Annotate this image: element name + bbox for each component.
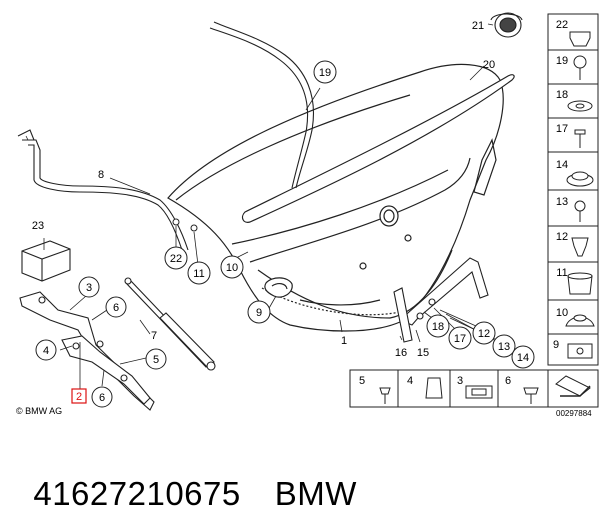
callout-13: 13 <box>492 334 516 358</box>
callout-22: 22 <box>164 246 188 270</box>
callout-12: 12 <box>472 321 496 345</box>
svg-text:14: 14 <box>556 159 568 171</box>
callout-1: 1 <box>341 335 347 347</box>
svg-text:22: 22 <box>170 253 182 265</box>
svg-text:16: 16 <box>395 347 407 359</box>
svg-text:12: 12 <box>556 231 568 243</box>
callout-18: 18 <box>426 314 450 338</box>
svg-text:15: 15 <box>417 347 429 359</box>
callout-2-highlight: 2 <box>71 388 87 404</box>
svg-text:5: 5 <box>359 375 365 387</box>
small-fasteners <box>172 218 198 232</box>
svg-text:9: 9 <box>553 339 559 351</box>
callout-3: 3 <box>78 276 100 298</box>
svg-text:13: 13 <box>498 341 510 353</box>
callout-14: 14 <box>511 345 535 369</box>
spoiler <box>241 74 515 223</box>
hose <box>209 21 314 189</box>
svg-text:19: 19 <box>319 67 331 79</box>
svg-text:3: 3 <box>457 375 463 387</box>
svg-text:11: 11 <box>556 267 567 279</box>
fastener-row-labels: 5 4 3 6 <box>359 375 511 387</box>
svg-text:7: 7 <box>151 330 157 342</box>
part-caption: 41627210675 BMW <box>14 437 357 513</box>
svg-text:5: 5 <box>153 354 159 366</box>
callout-15: 15 <box>417 347 429 359</box>
svg-text:22: 22 <box>556 19 568 31</box>
fastener-column-labels: 22 19 18 17 14 13 12 11 10 9 <box>553 19 568 351</box>
svg-text:10: 10 <box>556 307 568 319</box>
callout-6-top: 6 <box>105 296 127 318</box>
svg-text:20: 20 <box>483 59 495 71</box>
svg-text:6: 6 <box>505 375 511 387</box>
callout-9: 9 <box>247 300 271 324</box>
callout-5: 5 <box>145 348 167 370</box>
svg-text:1: 1 <box>341 335 347 347</box>
callout-19: 19 <box>313 60 337 84</box>
svg-text:9: 9 <box>256 307 262 319</box>
callout-21: 21 <box>472 20 484 32</box>
foam-pad <box>21 240 71 282</box>
callout-6-bottom: 6 <box>91 386 113 408</box>
gas-strut <box>124 277 216 371</box>
callout-17: 17 <box>448 326 472 350</box>
svg-text:4: 4 <box>407 375 413 387</box>
callout-16: 16 <box>395 347 407 359</box>
svg-text:2: 2 <box>76 391 82 403</box>
brand-name: BMW <box>274 475 357 512</box>
release-cable <box>17 129 189 251</box>
callout-8: 8 <box>98 169 104 181</box>
svg-text:4: 4 <box>43 345 49 357</box>
plate-bracket <box>393 257 489 343</box>
svg-text:3: 3 <box>86 282 92 294</box>
svg-text:13: 13 <box>556 196 568 208</box>
callout-20: 20 <box>483 59 495 71</box>
callout-23: 23 <box>32 220 44 232</box>
svg-text:18: 18 <box>556 89 568 101</box>
fastener-column <box>547 13 599 366</box>
svg-text:11: 11 <box>193 268 204 280</box>
svg-text:10: 10 <box>226 262 238 274</box>
callout-10: 10 <box>220 255 244 279</box>
parts-diagram: 8 19 20 21 23 3 6 7 4 5 6 2 22 <box>16 12 599 418</box>
drawing-number: 00297884 <box>556 409 592 418</box>
svg-text:19: 19 <box>556 55 568 67</box>
svg-text:18: 18 <box>432 321 444 333</box>
callout-7: 7 <box>151 330 157 342</box>
svg-text:21: 21 <box>472 20 484 32</box>
hinge <box>19 291 155 411</box>
svg-text:6: 6 <box>99 392 105 404</box>
svg-text:14: 14 <box>517 352 529 364</box>
svg-text:12: 12 <box>478 328 490 340</box>
svg-text:6: 6 <box>113 302 119 314</box>
svg-text:23: 23 <box>32 220 44 232</box>
fastener-row <box>349 369 599 408</box>
trunk-lid <box>167 63 504 332</box>
part-number: 41627210675 <box>33 475 241 512</box>
callout-11: 11 <box>187 261 211 285</box>
svg-text:17: 17 <box>556 123 568 135</box>
svg-text:17: 17 <box>454 333 466 345</box>
grommet <box>490 12 523 38</box>
callout-4: 4 <box>35 339 57 361</box>
copyright-label: © BMW AG <box>16 406 62 416</box>
svg-text:8: 8 <box>98 169 104 181</box>
